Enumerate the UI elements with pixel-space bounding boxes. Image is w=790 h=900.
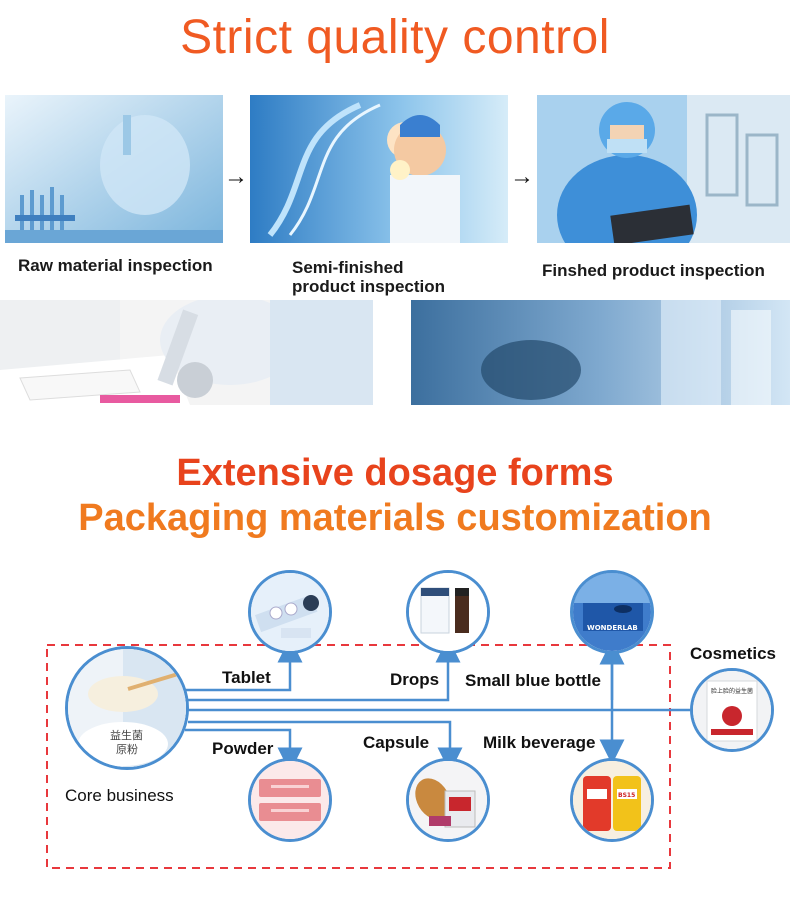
cosmetics-label: Cosmetics [690, 644, 776, 663]
semi-finished-caption-line2: product inspection [292, 277, 445, 296]
semi-finished-photo [250, 95, 508, 243]
drops-node [406, 570, 490, 654]
arrow-icon: → [224, 163, 248, 190]
core-business-node: 益生菌 原粉 [65, 646, 189, 770]
powder-node [248, 758, 332, 842]
section2-title-line2: Packaging materials customization [78, 497, 712, 539]
finished-product-photo [537, 95, 790, 243]
raw-material-photo [5, 95, 223, 243]
bag-text-line1: 益生菌 [110, 728, 143, 742]
semi-finished-caption-line1: Semi-finished [292, 258, 404, 277]
lab-flask-photo [411, 300, 790, 405]
cosmetics-box-text: 脸上脸的益生菌 [711, 687, 753, 695]
cosmetics-node: 脸上脸的益生菌 [690, 668, 774, 752]
small-blue-bottle-node: WONDERLAB [570, 570, 654, 654]
finished-product-caption: Finshed product inspection [542, 261, 765, 280]
blue-bottle-brand: WONDERLAB [587, 624, 638, 632]
milk-label-text: BS15 [618, 792, 635, 799]
section1-title: Strict quality control [180, 11, 610, 64]
milk-beverage-label: Milk beverage [483, 733, 596, 752]
bag-text-line2: 原粉 [116, 743, 138, 756]
capsule-label: Capsule [363, 733, 430, 752]
lab-microscope-photo [0, 300, 373, 405]
tablet-node [248, 570, 332, 654]
small-blue-bottle-label: Small blue bottle [465, 671, 602, 690]
section2-title-line1: Extensive dosage forms [176, 452, 614, 494]
drops-label: Drops [390, 670, 440, 689]
tablet-label: Tablet [222, 668, 271, 687]
core-business-label: Core business [65, 786, 174, 805]
capsule-node [406, 758, 490, 842]
arrow-icon: → [510, 163, 534, 190]
raw-material-caption: Raw material inspection [18, 256, 213, 275]
powder-label: Powder [212, 739, 274, 758]
milk-beverage-node: BS15 [570, 758, 654, 842]
